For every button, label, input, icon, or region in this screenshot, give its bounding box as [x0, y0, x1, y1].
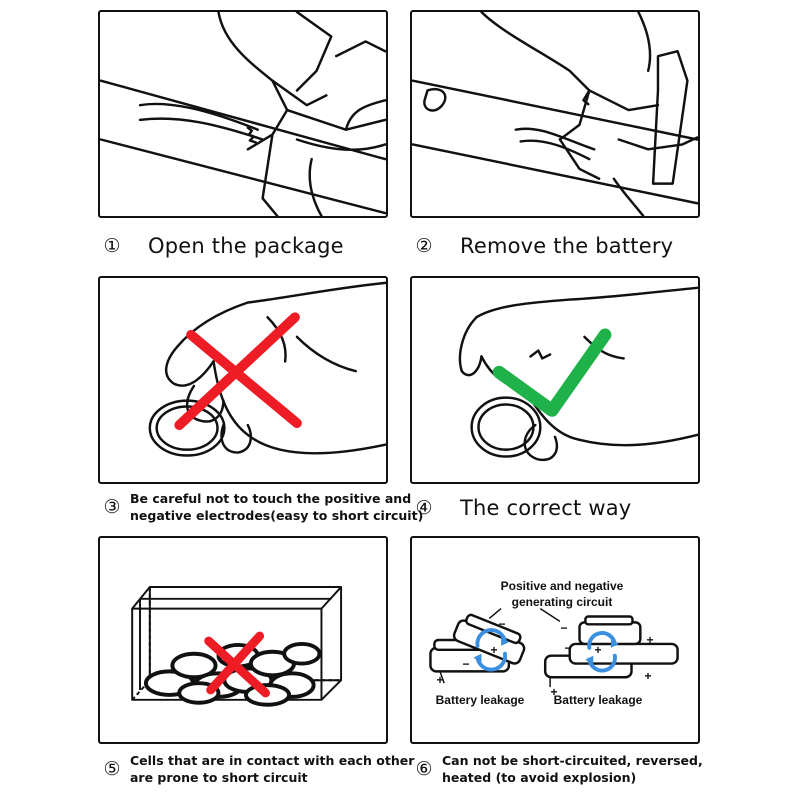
minus-sign: − [564, 641, 572, 655]
step-title: Open the package [148, 234, 344, 258]
step-title-line-1: Be careful not to touch the positive and [130, 491, 412, 506]
right-leakage-label: Battery leakage [553, 693, 643, 707]
panel-correct-grip [410, 276, 700, 484]
cross-mark-icon [174, 312, 302, 431]
cross-mark-icon [204, 631, 270, 698]
panel-generating-circuit: Positive and negative generating circuit… [410, 536, 700, 744]
step-6-caption: ⑥ Can not be short-circuited, reversed, … [410, 752, 703, 786]
step-title-line-1: Cells that are in contact with each othe… [130, 753, 415, 768]
panel-wrong-grip [98, 276, 388, 484]
step-title: The correct way [460, 496, 632, 520]
panel-open-package [98, 10, 388, 218]
step-title: Be careful not to touch the positive and… [130, 490, 423, 524]
step-title-line-1: Can not be short-circuited, reversed, [442, 753, 703, 768]
plus-sign: + [550, 685, 558, 699]
step-number: ③ [103, 495, 121, 518]
step-title-line-2: heated (to avoid explosion) [442, 770, 637, 785]
step-number: ② [415, 234, 433, 257]
panel-loose-cells [98, 536, 388, 744]
plus-sign: + [594, 643, 602, 657]
plus-sign: + [490, 643, 498, 657]
left-leakage-label: Battery leakage [435, 693, 525, 707]
minus-sign: − [498, 617, 506, 631]
step-1-caption: ① Open the package [98, 234, 344, 258]
plus-sign: + [646, 633, 654, 647]
step-number: ⑤ [103, 757, 121, 780]
step-number: ⑥ [415, 757, 433, 780]
plus-sign: + [644, 669, 652, 683]
circuit-heading: Positive and negative generating circuit [472, 578, 652, 610]
remove-battery-illustration [412, 12, 698, 216]
check-mark-icon [492, 328, 612, 417]
step-3-caption: ③ Be careful not to touch the positive a… [98, 490, 423, 524]
step-number: ① [103, 234, 121, 257]
minus-sign: − [462, 657, 470, 671]
circuit-heading-line-1: Positive and negative [500, 579, 624, 593]
step-4-caption: ④ The correct way [410, 496, 631, 520]
step-5-caption: ⑤ Cells that are in contact with each ot… [98, 752, 414, 786]
step-title-line-2: negative electrodes(easy to short circui… [130, 508, 424, 523]
step-title: Remove the battery [460, 234, 674, 258]
minus-sign: − [560, 621, 568, 635]
step-title: Can not be short-circuited, reversed, he… [442, 752, 703, 786]
circuit-heading-line-2: generating circuit [511, 595, 613, 609]
panel-remove-battery [410, 10, 700, 218]
step-2-caption: ② Remove the battery [410, 234, 673, 258]
step-number: ④ [415, 496, 433, 519]
wrong-grip-illustration [148, 281, 386, 457]
stacked-cells-illustration [429, 607, 679, 688]
open-package-illustration [100, 12, 386, 216]
step-title-line-2: are prone to short circuit [130, 770, 308, 785]
step-title: Cells that are in contact with each othe… [130, 752, 414, 786]
plus-sign: + [436, 673, 444, 687]
